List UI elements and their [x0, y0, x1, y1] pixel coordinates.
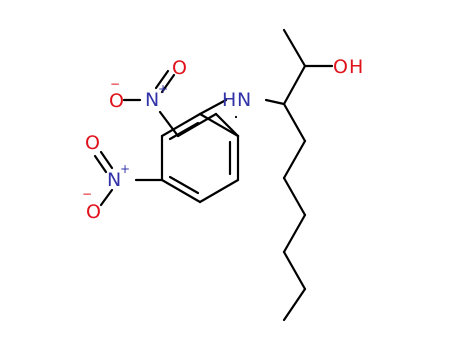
- hydroxyl-h-label: H: [349, 56, 363, 78]
- nitro2-minus-charge: −: [82, 187, 92, 201]
- amine-h-label: H: [222, 89, 236, 111]
- oh-group: O H: [333, 56, 363, 78]
- nitro2-oxygen-double-label: O: [85, 132, 100, 154]
- nitro1-oxygen-double-label: O: [172, 57, 187, 79]
- nitro-group-1: N + O O −: [109, 57, 187, 112]
- bond-ring-nh: [214, 112, 240, 138]
- nitro2-plus-charge: +: [120, 162, 130, 176]
- nitro1-minus-charge: −: [110, 77, 120, 91]
- nitro1-plus-charge: +: [158, 82, 168, 96]
- nitro2-oxygen-single-label: O: [86, 201, 101, 223]
- nitro2-n-label: N: [107, 169, 121, 191]
- benzene-ring: [160, 112, 240, 204]
- hydroxyl-o-label: O: [333, 56, 348, 78]
- amine-n-label: N: [237, 89, 251, 111]
- nitro-group-2: N + O O −: [82, 132, 130, 223]
- nitro1-n-label: N: [145, 89, 159, 111]
- nitro1-oxygen-single-label: O: [109, 90, 124, 112]
- nh-group: H N: [222, 89, 251, 111]
- skeleton-bonds: [93, 28, 334, 322]
